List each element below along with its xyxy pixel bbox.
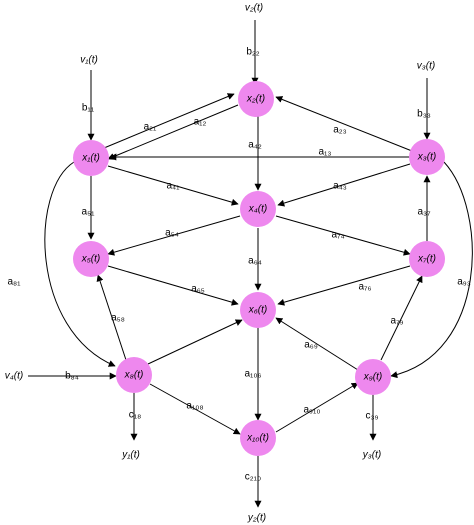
node-label-x10: x₁₀(t) xyxy=(246,433,269,444)
edge-label-c18: c₁₈ xyxy=(129,410,142,421)
edges xyxy=(28,20,473,508)
edge-x9-x6 xyxy=(275,317,359,371)
edge-label-a910: a₉₁₀ xyxy=(303,405,320,416)
edge-x1-x8 xyxy=(44,161,116,367)
node-label-x4: x₄(t) xyxy=(248,204,267,215)
node-x5: x₅(t) xyxy=(73,241,109,277)
edge-x4-x7 xyxy=(275,215,411,256)
edge-x1-x4 xyxy=(107,165,239,206)
edge-x8-x5 xyxy=(96,274,127,361)
edge-label-a21: a₂₁ xyxy=(144,122,157,133)
edge-x3-x9 xyxy=(390,161,473,379)
edge-label-c39: c₃₉ xyxy=(365,411,378,422)
edge-label-a23: a₂₃ xyxy=(333,125,347,136)
input-label-v1: v₁(t) xyxy=(80,55,98,66)
node-x10: x₁₀(t) xyxy=(240,420,276,456)
edge-label-a12: a₁₂ xyxy=(194,117,207,128)
edge-x1-x2 xyxy=(103,93,235,149)
edge-label-a41: a₄₁ xyxy=(166,181,180,192)
edge-label-a43: a₄₃ xyxy=(333,181,347,192)
node-label-x8: x₈(t) xyxy=(124,370,144,381)
edge-label-a64: a₆₄ xyxy=(248,256,262,267)
edge-x8-x6 xyxy=(147,319,243,365)
node-x6: x₆(t) xyxy=(240,292,276,328)
edge-label-b11: b₁₁ xyxy=(82,103,95,114)
edge-label-b22: b₂₂ xyxy=(246,47,259,58)
edge-x2-x1 xyxy=(107,104,239,160)
edge-label-b84: b₈₄ xyxy=(65,371,79,382)
edge-x8-x10 xyxy=(149,383,241,435)
nodes: x₁(t) x₂(t) x₃(t) x₄(t) x₅(t) x₆(t) x₇(t… xyxy=(73,81,445,456)
node-label-x7: x₇(t) xyxy=(417,254,436,265)
edge-label-a13: a₁₃ xyxy=(318,147,331,158)
node-label-x1: x₁(t) xyxy=(81,153,100,164)
edge-label-a65: a₆₅ xyxy=(191,284,205,295)
edge-x4-x5 xyxy=(107,215,241,256)
edge-label-a58: a₅₈ xyxy=(111,313,125,324)
edge-label-a93: a₉₃ xyxy=(457,277,471,288)
node-label-x3: x₃(t) xyxy=(417,152,436,163)
edge-labels: b₁₁ b₂₂ b₃₃ b₈₄ a₂₁ a₁₂ a₂₃ a₄₂ a₁₃ a₄₁ … xyxy=(7,47,470,483)
node-x3: x₃(t) xyxy=(409,139,445,175)
output-label-y3: y₃(t) xyxy=(362,450,381,461)
edge-label-a81: a₈₁ xyxy=(7,277,21,288)
node-x2: x₂(t) xyxy=(238,81,274,117)
node-x8: x₈(t) xyxy=(116,357,152,393)
node-x9: x₉(t) xyxy=(355,359,391,395)
edge-x3-x2 xyxy=(275,96,413,152)
io-labels: v₁(t) v₂(t) v₃(t) v₄(t) y₁(t) y₂(t) y₃(t… xyxy=(5,3,435,524)
edge-x3-x4 xyxy=(277,163,411,207)
edge-label-c210: c₂₁₀ xyxy=(245,472,261,483)
edge-x9-x7 xyxy=(380,275,423,361)
edge-label-a108: a₁₀₈ xyxy=(186,401,203,412)
edge-label-a106: a₁₀₆ xyxy=(244,369,261,380)
edge-label-a76: a₇₆ xyxy=(358,282,371,293)
edge-label-b33: b₃₃ xyxy=(417,109,431,120)
output-label-y2: y₂(t) xyxy=(247,513,266,524)
edge-label-a51: a₅₁ xyxy=(82,207,96,218)
node-x4: x₄(t) xyxy=(240,191,276,227)
edge-x7-x6 xyxy=(277,265,411,306)
output-label-y1: y₁(t) xyxy=(121,450,140,461)
edge-label-a42: a₄₂ xyxy=(248,140,262,151)
input-label-v4: v₄(t) xyxy=(5,371,23,382)
node-x1: x₁(t) xyxy=(73,140,109,176)
edge-label-a69: a₆₉ xyxy=(304,340,318,351)
input-label-v2: v₂(t) xyxy=(245,3,263,14)
input-label-v3: v₃(t) xyxy=(417,61,435,72)
edge-x5-x6 xyxy=(107,265,239,306)
edge-label-a74: a₇₄ xyxy=(331,230,344,241)
node-label-x9: x₉(t) xyxy=(363,372,382,383)
node-label-x6: x₆(t) xyxy=(248,305,267,316)
edge-label-a37: a₃₇ xyxy=(417,207,431,218)
edge-label-a54: a₅₄ xyxy=(165,228,179,239)
node-label-x2: x₂(t) xyxy=(246,94,265,105)
node-x7: x₇(t) xyxy=(409,241,445,277)
node-label-x5: x₅(t) xyxy=(81,254,100,265)
edge-label-a79: a₇₉ xyxy=(391,316,404,327)
edge-x10-x9 xyxy=(275,382,359,433)
